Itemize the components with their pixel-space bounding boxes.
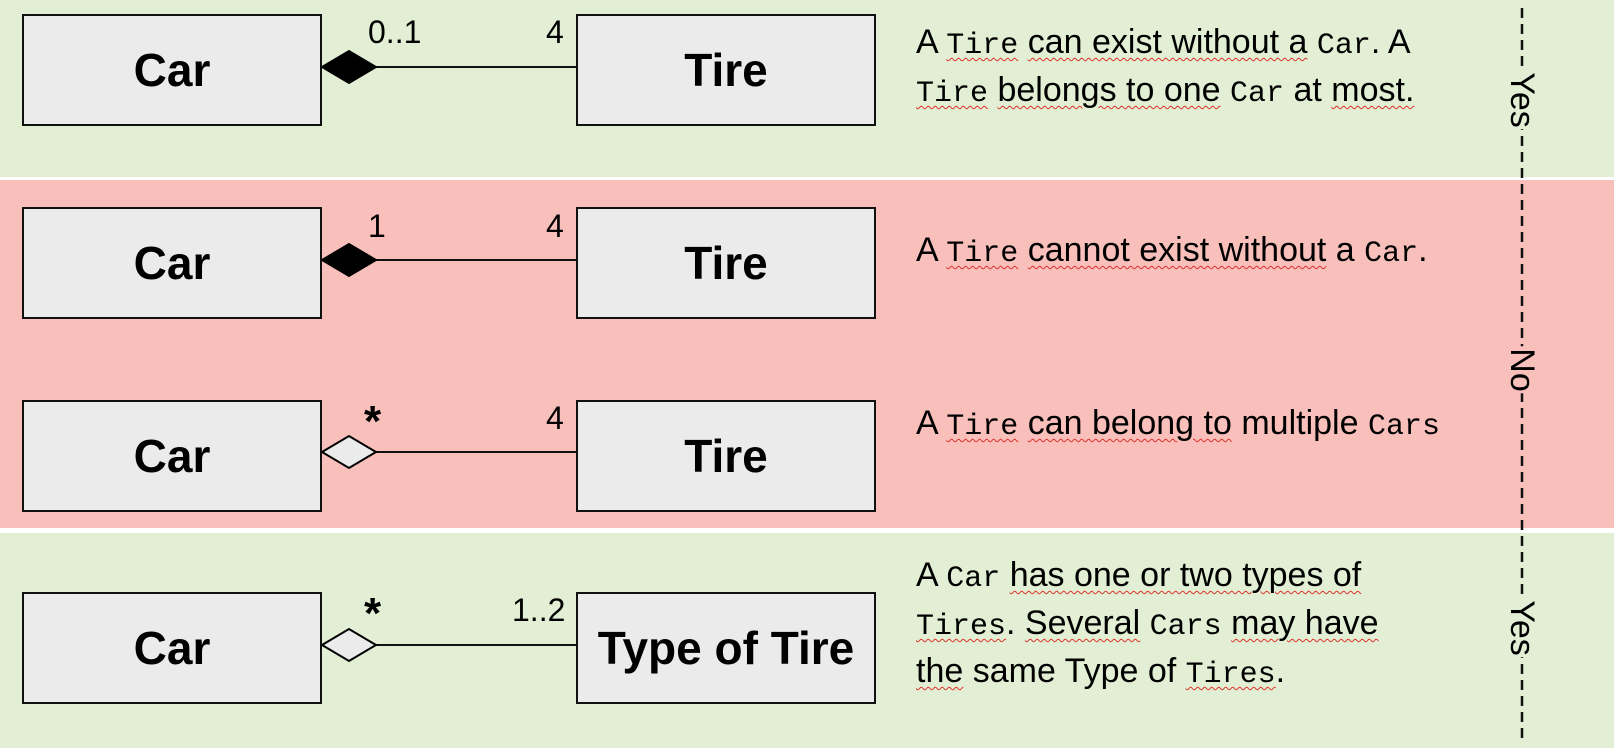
code-identifier: Tire <box>946 237 1019 271</box>
description-text: belongs to one <box>997 71 1221 109</box>
description-text <box>1000 556 1009 594</box>
class-box-left-row-2: Car <box>22 207 322 319</box>
composition-diamond-row-2 <box>320 242 378 278</box>
description-text: at <box>1284 71 1332 109</box>
description-text: multiple <box>1231 404 1368 442</box>
class-box-right-row-3: Tire <box>576 400 876 512</box>
description-text: A <box>916 23 947 61</box>
code-identifier: Cars <box>1367 410 1440 444</box>
description-text: . <box>1006 604 1025 642</box>
class-name: Tire <box>684 237 768 289</box>
code-identifier: Car <box>1316 29 1371 63</box>
class-name: Tire <box>684 44 768 96</box>
description-text <box>1018 231 1027 269</box>
description-line: Tires. Several Cars may have <box>916 601 1506 649</box>
description-text: . A <box>1370 23 1411 61</box>
description-text: same Type of <box>963 652 1186 690</box>
composition-diamond-row-1 <box>320 49 378 85</box>
description-text: cannot exist without <box>1027 231 1327 269</box>
description-text: A <box>916 404 947 442</box>
description-text: A <box>916 556 947 594</box>
verdict-middle: No <box>1501 346 1543 394</box>
description-line: A Tire can belong to multiple Cars <box>916 401 1526 449</box>
description-text: may have <box>1231 604 1379 642</box>
right-multiplicity-row-2: 4 <box>546 208 564 244</box>
left-multiplicity-row-3: * <box>364 397 382 446</box>
description-text: A <box>916 231 947 269</box>
description-text: . <box>1275 652 1286 690</box>
description-text: can exist without a <box>1027 23 1308 61</box>
description-text: has one or two types of <box>1009 556 1362 594</box>
description-text <box>1018 23 1027 61</box>
left-multiplicity-row-2: 1 <box>368 208 386 244</box>
code-identifier: Tires <box>1185 658 1276 692</box>
aggregation-diamond-row-3 <box>320 434 378 470</box>
description-text: a <box>1326 231 1365 269</box>
code-identifier: Car <box>946 562 1001 596</box>
description-row-3: A Tire can belong to multiple Cars <box>916 401 1526 449</box>
description-text <box>1018 404 1027 442</box>
class-name: Car <box>133 237 211 289</box>
description-text <box>1140 604 1149 642</box>
description-text: most. <box>1331 71 1415 109</box>
verdict-bottom: Yes <box>1501 598 1543 658</box>
description-line: the same Type of Tires. <box>916 649 1506 697</box>
left-multiplicity-row-4: * <box>364 589 382 638</box>
description-line: A Car has one or two types of <box>916 553 1506 601</box>
code-identifier: Car <box>1364 237 1419 271</box>
class-name: Type of Tire <box>597 622 855 674</box>
code-identifier: Car <box>1230 77 1285 111</box>
description-text <box>1307 23 1316 61</box>
description-text <box>1222 604 1231 642</box>
description-line: A Tire cannot exist without a Car. <box>916 228 1516 276</box>
code-identifier: Tire <box>946 29 1019 63</box>
right-multiplicity-row-3: 4 <box>546 400 564 436</box>
class-box-left-row-3: Car <box>22 400 322 512</box>
description-line: A Tire can exist without a Car. A <box>916 20 1506 68</box>
class-name: Car <box>133 622 211 674</box>
class-name: Tire <box>684 430 768 482</box>
class-box-left-row-1: Car <box>22 14 322 126</box>
right-multiplicity-row-4: 1..2 <box>512 592 566 628</box>
class-name: Car <box>133 44 211 96</box>
code-identifier: Tires <box>916 610 1007 644</box>
code-identifier: Tire <box>946 410 1019 444</box>
description-text: . <box>1418 231 1428 269</box>
aggregation-diamond-row-4 <box>320 627 378 663</box>
code-identifier: Cars <box>1149 610 1222 644</box>
description-text: Several <box>1024 604 1141 642</box>
class-box-right-row-2: Tire <box>576 207 876 319</box>
class-box-left-row-4: Car <box>22 592 322 704</box>
class-box-right-row-1: Tire <box>576 14 876 126</box>
code-identifier: Tire <box>916 77 989 111</box>
verdict-top: Yes <box>1501 70 1543 130</box>
description-text: the <box>916 652 964 690</box>
right-multiplicity-row-1: 4 <box>546 14 564 50</box>
description-row-2: A Tire cannot exist without a Car. <box>916 228 1516 276</box>
class-name: Car <box>133 430 211 482</box>
class-box-right-row-4: Type of Tire <box>576 592 876 704</box>
description-line: Tire belongs to one Car at most. <box>916 68 1506 116</box>
description-text <box>1221 71 1230 109</box>
left-multiplicity-row-1: 0..1 <box>368 14 422 50</box>
description-text: can belong to <box>1027 404 1232 442</box>
